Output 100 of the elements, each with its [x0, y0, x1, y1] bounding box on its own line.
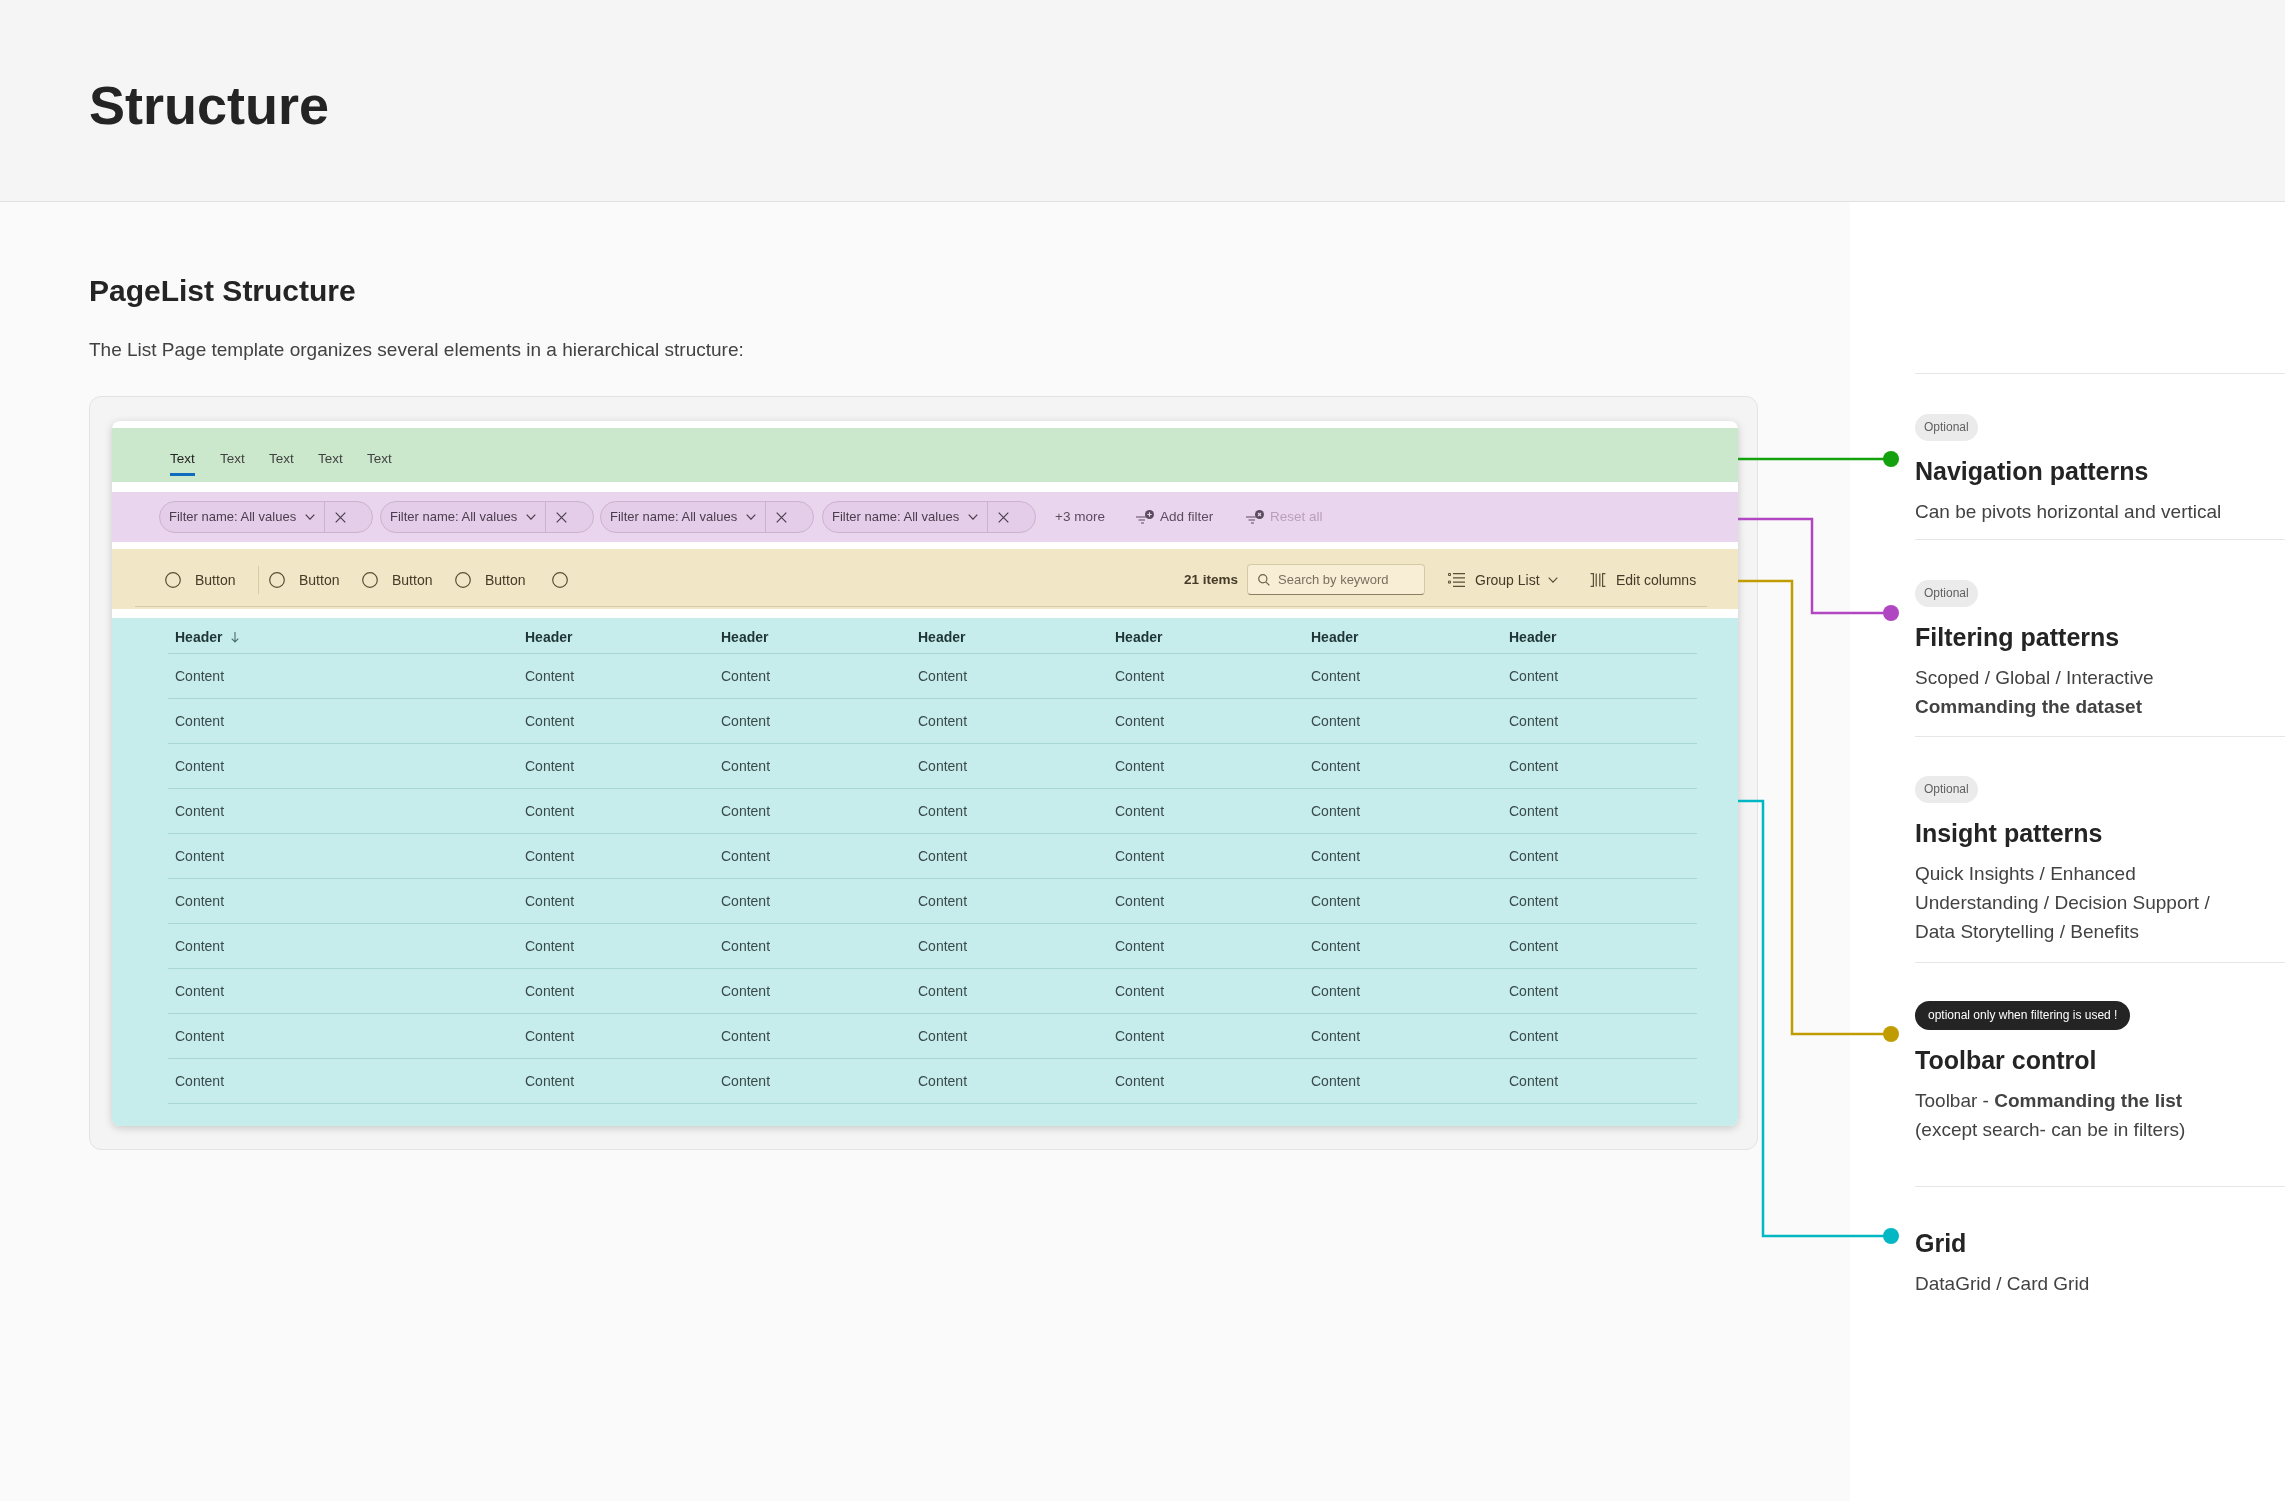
cell-text: Content: [918, 1072, 968, 1091]
cell-text: Content: [1115, 757, 1165, 776]
intro-text: The List Page template organizes several elements in a hierarchical structure:: [89, 338, 744, 362]
toolbar: [112, 549, 1738, 609]
cell-text: Content: [175, 1072, 225, 1091]
cell-text: Content: [1115, 892, 1165, 911]
button-label: Button: [455, 569, 526, 591]
cell-text: Content: [721, 892, 771, 911]
page-title: Structure: [89, 74, 330, 137]
button-label: Button: [165, 569, 236, 591]
cell-text: Content: [918, 1027, 968, 1046]
cell-text: Content: [175, 1027, 225, 1046]
filter-label: Filter name: All values: [832, 508, 960, 526]
cell-text: Content: [525, 757, 575, 776]
cell-text: Content: [1311, 757, 1361, 776]
status-badge: Optional: [1915, 776, 1978, 803]
cell-text: Content: [525, 1072, 575, 1091]
cell-text: Content: [918, 667, 968, 686]
status-badge: Optional: [1915, 580, 1978, 607]
edit-columns-label: Edit columns: [1590, 569, 1697, 591]
cell-text: Content: [525, 802, 575, 821]
cell-text: Content: [721, 712, 771, 731]
cell-text: Content: [1509, 1072, 1559, 1091]
section-title: PageList Structure: [89, 273, 356, 309]
section-heading: Filtering patterns: [1915, 622, 2121, 653]
tab-label: Text: [220, 450, 245, 468]
cell-text: Content: [721, 1027, 771, 1046]
cell-text: Content: [721, 757, 771, 776]
filter-label: Filter name: All values: [169, 508, 297, 526]
cell-text: Content: [1115, 847, 1165, 866]
cell-text: Content: [525, 712, 575, 731]
cell-text: Content: [1509, 937, 1559, 956]
cell-text: Content: [1311, 1072, 1361, 1091]
cell-text: Content: [175, 802, 225, 821]
cell-text: Content: [918, 982, 968, 1001]
cell-text: Content: [721, 937, 771, 956]
tab-label: Text: [318, 450, 343, 468]
status-badge: optional only when filtering is used !: [1915, 1001, 2131, 1030]
cell-text: Content: [918, 892, 968, 911]
filter-bar: [112, 492, 1738, 542]
cell-text: Content: [1311, 892, 1361, 911]
filter-chip: [822, 501, 1036, 533]
tab-label: Text: [269, 450, 294, 468]
cell-text: Content: [918, 757, 968, 776]
cell-text: Content: [175, 757, 225, 776]
cell-text: Content: [918, 847, 968, 866]
description-text: Quick Insights / Enhanced Understanding / Decision Support / Data Storytelling / Benefits: [1915, 862, 2211, 944]
cell-text: Content: [525, 847, 575, 866]
tab-label: Text: [367, 450, 392, 468]
column-header: Header: [918, 628, 966, 647]
cell-text: Content: [1311, 802, 1361, 821]
description-text: Can be pivots horizontal and vertical: [1915, 500, 2223, 524]
column-header: Header: [1311, 628, 1359, 647]
column-header: Header: [721, 628, 769, 647]
connector-line: [1738, 451, 1899, 467]
cell-text: Content: [1509, 892, 1559, 911]
column-header: Header: [175, 628, 223, 647]
section-heading: Grid: [1915, 1228, 1968, 1259]
cell-text: Content: [175, 892, 225, 911]
cell-text: Content: [918, 802, 968, 821]
search-field: Search by keyword: [1247, 564, 1425, 595]
item-count: 21 items: [1184, 571, 1239, 589]
button-label: Button: [362, 569, 433, 591]
cell-text: Content: [721, 847, 771, 866]
description-text: Scoped / Global / Interactive Commanding the dataset: [1915, 666, 2155, 719]
cell-text: Content: [1509, 757, 1559, 776]
cell-text: Content: [525, 982, 575, 1001]
connector-line: [1738, 517, 1899, 621]
column-header: Header: [1115, 628, 1163, 647]
cell-text: Content: [1311, 712, 1361, 731]
connector-line: [1738, 579, 1899, 1042]
cell-text: Content: [175, 937, 225, 956]
cell-text: Content: [721, 667, 771, 686]
status-badge: Optional: [1915, 414, 1978, 441]
filter-chip: [380, 501, 594, 533]
column-header: Header: [525, 628, 573, 647]
cell-text: Content: [1311, 667, 1361, 686]
cell-text: Content: [721, 802, 771, 821]
cell-text: Content: [525, 667, 575, 686]
group-list-label: Group List: [1448, 569, 1558, 591]
cell-text: Content: [1509, 847, 1559, 866]
selected-tab: Text: [170, 450, 195, 476]
filter-chip: [600, 501, 814, 533]
cell-text: Content: [1115, 982, 1165, 1001]
more-link: +3 more: [1055, 508, 1105, 526]
filter-label: Filter name: All values: [390, 508, 518, 526]
description-text: DataGrid / Card Grid: [1915, 1272, 2091, 1296]
connector-line: [1738, 799, 1899, 1244]
cell-text: Content: [721, 982, 771, 1001]
section-heading: Toolbar control: [1915, 1045, 2098, 1076]
filter-chip: [159, 501, 373, 533]
navigation-bar: [112, 428, 1738, 482]
cell-text: Content: [918, 937, 968, 956]
cell-text: Content: [1115, 667, 1165, 686]
cell-text: Content: [1509, 1027, 1559, 1046]
cell-text: Content: [525, 937, 575, 956]
cell-text: Content: [175, 667, 225, 686]
cell-text: Content: [1509, 712, 1559, 731]
cell-text: Content: [175, 847, 225, 866]
cell-text: Content: [1115, 1027, 1165, 1046]
